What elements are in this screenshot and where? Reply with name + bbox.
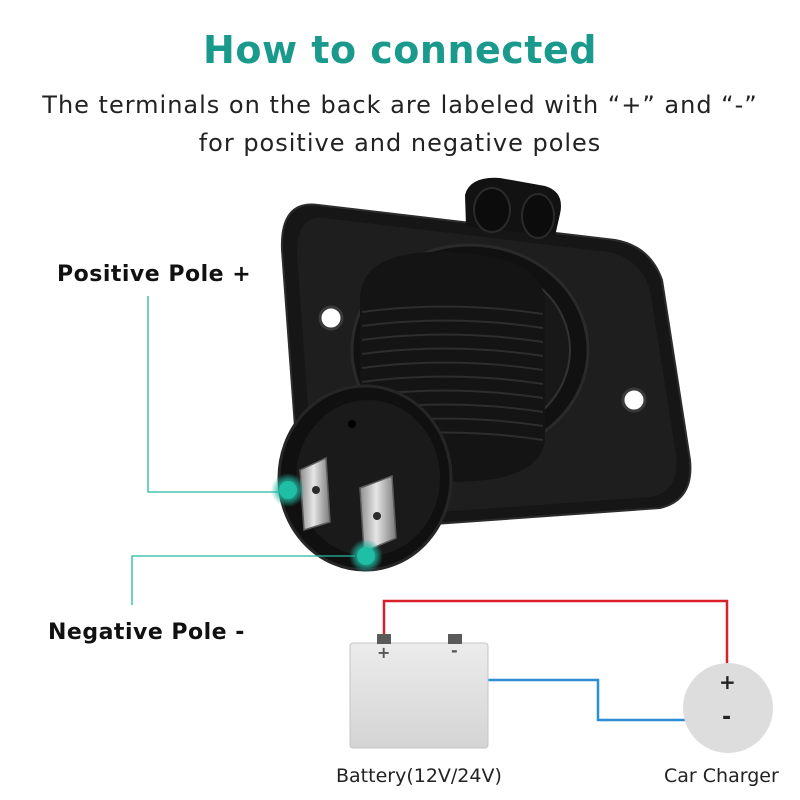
mounting-hole-left: [318, 305, 344, 331]
charger-caption: Car Charger: [664, 765, 779, 787]
battery-plus-sign: +: [377, 643, 391, 662]
battery-positive-terminal: [377, 634, 391, 644]
battery-negative-terminal: [448, 634, 462, 644]
negative-pole-label: Negative Pole -: [48, 620, 245, 645]
battery-icon: [349, 642, 489, 749]
subtitle-line-2: for positive and negative poles: [198, 129, 602, 157]
page-title: How to connected: [203, 28, 597, 72]
charger-minus-sign: -: [722, 705, 732, 730]
battery-caption: Battery(12V/24V): [336, 765, 502, 787]
vent-hole: [348, 420, 356, 428]
positive-callout: [147, 296, 305, 507]
battery-minus-sign: -: [451, 641, 458, 660]
subtitle-line-1: The terminals on the back are labeled wi…: [42, 91, 758, 119]
mounting-hole-right: [621, 387, 647, 413]
negative-terminal: [359, 474, 397, 554]
car-charger-icon: [683, 663, 773, 753]
positive-terminal: [299, 456, 331, 531]
subtitle: The terminals on the back are labeled wi…: [20, 86, 780, 162]
negative-wire: [453, 661, 715, 722]
positive-wire: [382, 599, 729, 665]
wiring-diagram: [349, 599, 773, 753]
charger-plus-sign: +: [719, 670, 736, 694]
negative-callout: [131, 539, 383, 605]
positive-pole-label: Positive Pole +: [57, 262, 252, 287]
socket-cap: [465, 177, 561, 239]
